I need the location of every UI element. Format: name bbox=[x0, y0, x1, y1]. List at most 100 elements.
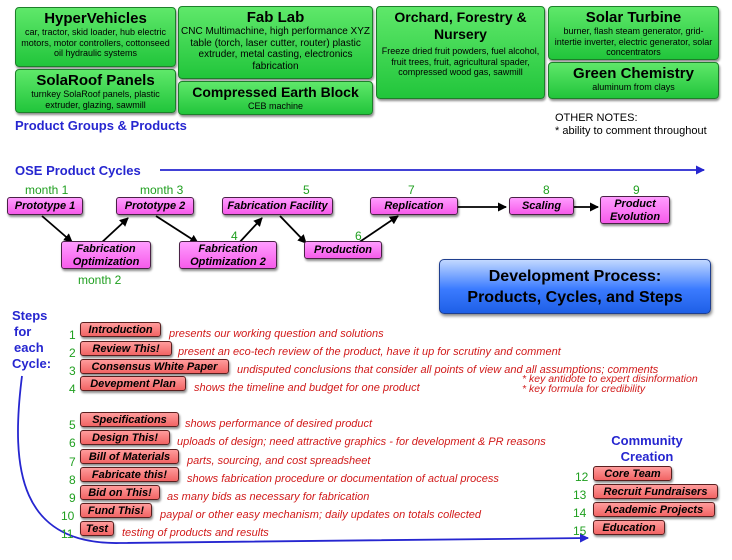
arrow-p1-fo bbox=[41, 215, 73, 243]
ose-product-cycles-label: OSE Product Cycles bbox=[15, 163, 141, 178]
community-education: Education bbox=[593, 520, 665, 535]
product-title: Solar Turbine bbox=[585, 9, 682, 26]
product-desc: aluminum from clays bbox=[592, 82, 675, 92]
stage-num-4: 4 bbox=[231, 229, 238, 243]
arrow-ff-prod bbox=[279, 215, 307, 244]
steps-to-community-arrow bbox=[17, 375, 589, 544]
step-bill-of-materials: Bill of Materials bbox=[80, 449, 179, 464]
other-notes-item: * ability to comment throughout bbox=[555, 125, 707, 137]
consensus-note: * key antidote to expert disinformation bbox=[522, 373, 698, 385]
product-title: HyperVehicles bbox=[44, 10, 147, 27]
product-box-green-chemistry: Green Chemistry aluminum from clays bbox=[548, 62, 719, 99]
product-desc: car, tractor, skid loader, hub electric … bbox=[21, 27, 170, 58]
step-num: 6 bbox=[69, 436, 76, 450]
community-title-line: Community bbox=[611, 433, 683, 448]
product-box-fablab: Fab Lab CNC Multimachine, high performan… bbox=[178, 6, 373, 79]
steps-label-line: Cycle: bbox=[12, 356, 52, 371]
step-desc: as many bids as necessary for fabricatio… bbox=[167, 491, 370, 503]
stage-fabrication-facility: Fabrication Facility bbox=[222, 197, 333, 215]
step-num: 8 bbox=[69, 473, 76, 487]
product-desc: burner, flash steam generator, grid-inte… bbox=[554, 26, 713, 57]
product-desc: CEB machine bbox=[247, 101, 304, 111]
arrow-fo2-ff bbox=[237, 217, 263, 245]
step-num: 5 bbox=[69, 418, 76, 432]
stage-replication: Replication bbox=[370, 197, 458, 215]
steps-label-line: Steps bbox=[12, 308, 48, 323]
product-title: SolaRoof Panels bbox=[36, 72, 155, 89]
other-notes-title: OTHER NOTES: bbox=[555, 112, 638, 124]
community-academic-projects: Academic Projects bbox=[593, 502, 715, 517]
community-num: 14 bbox=[573, 506, 587, 520]
product-groups-label: Product Groups & Products bbox=[15, 118, 187, 133]
product-box-solar-turbine: Solar Turbine burner, flash steam genera… bbox=[548, 6, 719, 60]
product-box-ceb: Compressed Earth Block CEB machine bbox=[178, 81, 373, 115]
stage-num-3: month 3 bbox=[140, 183, 184, 197]
stage-fabrication-optimization-2: Fabrication Optimization 2 bbox=[179, 241, 277, 269]
stage-num-8: 8 bbox=[543, 183, 550, 197]
stage-prototype-1: Prototype 1 bbox=[7, 197, 83, 215]
stage-production: Production bbox=[304, 241, 382, 259]
step-desc: paypal or other easy mechanism; daily up… bbox=[160, 509, 482, 521]
stage-scaling: Scaling bbox=[509, 197, 574, 215]
product-title: Fab Lab bbox=[246, 9, 305, 26]
stage-num-1: month 1 bbox=[25, 183, 69, 197]
step-fund-this: Fund This! bbox=[80, 503, 152, 518]
product-box-orchard: Orchard, Forestry & Nursery Freeze dried… bbox=[376, 6, 545, 99]
community-num: 15 bbox=[573, 524, 587, 538]
step-introduction: Introduction bbox=[80, 322, 161, 337]
community-num: 13 bbox=[573, 488, 587, 502]
step-consensus-white-paper: Consensus White Paper bbox=[80, 359, 229, 374]
product-box-hypervehicles: HyperVehicles car, tractor, skid loader,… bbox=[15, 7, 176, 67]
step-num: 2 bbox=[69, 346, 76, 360]
arrow-prod-rep bbox=[357, 215, 399, 244]
community-recruit-fundraisers: Recruit Fundraisers bbox=[593, 484, 718, 499]
step-desc: uploads of design; need attractive graph… bbox=[177, 436, 546, 448]
steps-label-line: for bbox=[14, 324, 32, 339]
steps-label-line: each bbox=[14, 340, 44, 355]
step-test: Test bbox=[80, 521, 114, 536]
product-title: Orchard, Forestry & Nursery bbox=[394, 9, 527, 42]
stage-num-7: 7 bbox=[408, 183, 415, 197]
step-num: 10 bbox=[61, 509, 75, 523]
dev-box-line2: Products, Cycles, and Steps bbox=[467, 289, 683, 306]
step-num: 11 bbox=[61, 527, 74, 541]
product-desc: CNC Multimachine, high performance XYZ t… bbox=[181, 26, 370, 72]
stage-num-5: 5 bbox=[303, 183, 310, 197]
step-desc: presents our working question and soluti… bbox=[169, 328, 384, 340]
step-num: 4 bbox=[69, 382, 76, 396]
step-desc: present an eco-tech review of the produc… bbox=[178, 346, 561, 358]
stage-num-6: 6 bbox=[355, 229, 362, 243]
community-title-line: Creation bbox=[620, 449, 674, 464]
step-desc: parts, sourcing, and cost spreadsheet bbox=[187, 455, 371, 467]
community-core-team: Core Team bbox=[593, 466, 672, 481]
step-num: 9 bbox=[69, 491, 76, 505]
product-desc: Freeze dried fruit powders, fuel alcohol… bbox=[381, 46, 540, 77]
stage-fabrication-optimization: Fabrication Optimization bbox=[61, 241, 151, 269]
stage-num-9: 9 bbox=[633, 183, 640, 197]
step-desc: shows the timeline and budget for one pr… bbox=[194, 382, 420, 394]
other-notes: OTHER NOTES: * ability to comment throug… bbox=[555, 112, 707, 138]
step-desc: shows fabrication procedure or documenta… bbox=[187, 473, 499, 485]
product-box-solaroof: SolaRoof Panels turnkey SolaRoof panels,… bbox=[15, 69, 176, 113]
step-desc: undisputed conclusions that consider all… bbox=[237, 364, 659, 376]
product-desc: turnkey SolaRoof panels, plastic extrude… bbox=[31, 89, 160, 110]
step-desc: shows performance of desired product bbox=[185, 418, 373, 430]
dev-box-line1: Development Process: bbox=[488, 268, 662, 285]
step-num: 7 bbox=[69, 455, 76, 469]
arrow-fo-p2 bbox=[99, 217, 129, 245]
community-creation-title: Community Creation bbox=[604, 433, 690, 465]
steps-label: Steps for each Cycle: bbox=[12, 308, 51, 372]
product-title: Compressed Earth Block bbox=[192, 84, 359, 100]
step-fabricate-this: Fabricate this! bbox=[80, 467, 179, 482]
step-num: 3 bbox=[69, 364, 76, 378]
stage-num-2: month 2 bbox=[78, 273, 122, 287]
step-desc: testing of products and results bbox=[122, 527, 269, 539]
step-design-this: Design This! bbox=[80, 430, 170, 445]
development-process-box: Development Process: Products, Cycles, a… bbox=[439, 259, 711, 314]
step-review-this: Review This! bbox=[80, 341, 172, 356]
step-specifications: Specifications bbox=[80, 412, 179, 427]
step-num: 1 bbox=[69, 328, 76, 342]
community-num: 12 bbox=[575, 470, 589, 484]
step-development-plan: Devepment Plan bbox=[80, 376, 186, 391]
